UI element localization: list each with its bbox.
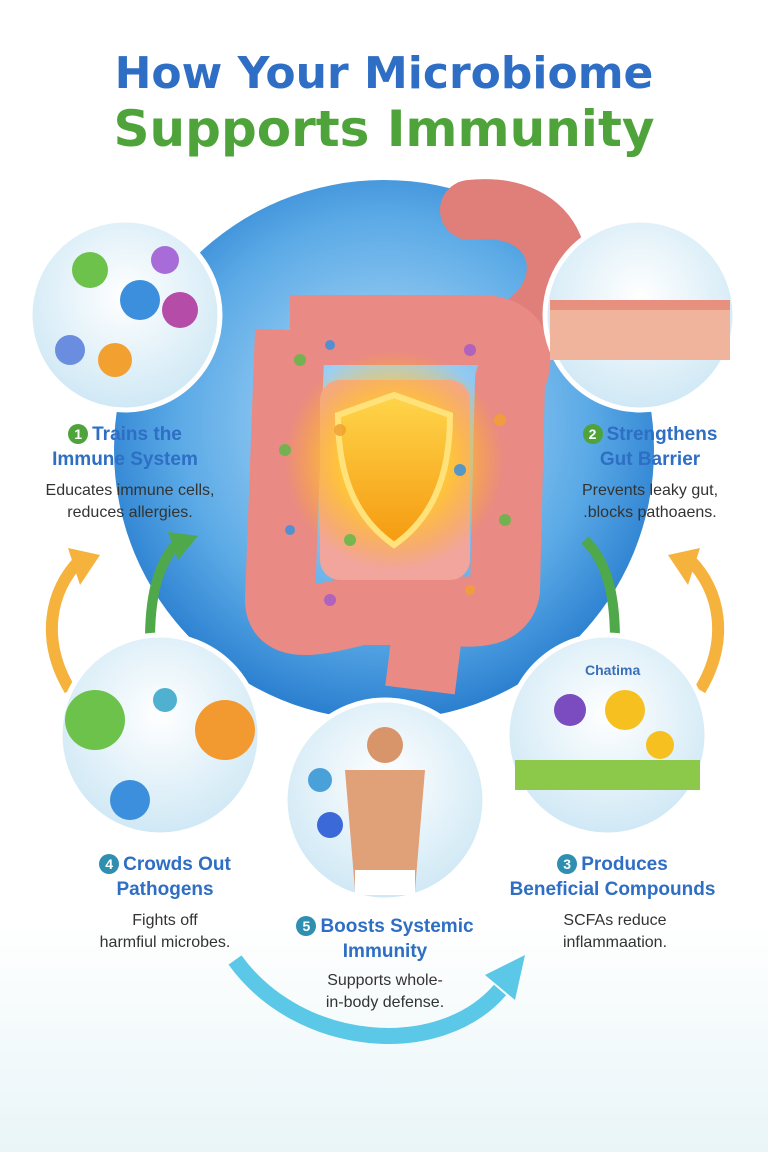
benefit-5-desc: Supports whole-in-body defense. xyxy=(325,972,445,1011)
title-line-2: Supports Immunity xyxy=(113,100,655,158)
arrow-right-green xyxy=(581,536,620,641)
image-circle-3 xyxy=(504,632,710,838)
number-badge: 2 xyxy=(582,424,603,444)
gut-illustration xyxy=(245,179,587,695)
title-line-1: How Your Microbiome xyxy=(114,48,654,99)
arrow-bottom-cyan xyxy=(228,955,507,1044)
image-circle-5 xyxy=(282,697,488,903)
number-badge: 5 xyxy=(296,916,317,936)
image-circle-2 xyxy=(542,217,738,413)
benefit-1-desc: Educates immune cells,reduces allergies. xyxy=(45,482,215,521)
image-circle-4 xyxy=(57,632,263,838)
image-circle-1 xyxy=(27,217,223,413)
shield-icon xyxy=(334,391,454,549)
arrow-right-orange xyxy=(685,555,725,694)
benefit-2-desc: Prevents leaky gut,.blocks pathoaens. xyxy=(581,482,719,521)
number-badge: 3 xyxy=(557,854,578,874)
image-label-chatima: Chatima xyxy=(585,662,641,678)
arrow-left-orange xyxy=(45,555,85,694)
number-badge: 1 xyxy=(68,424,89,444)
number-badge: 4 xyxy=(99,854,120,874)
